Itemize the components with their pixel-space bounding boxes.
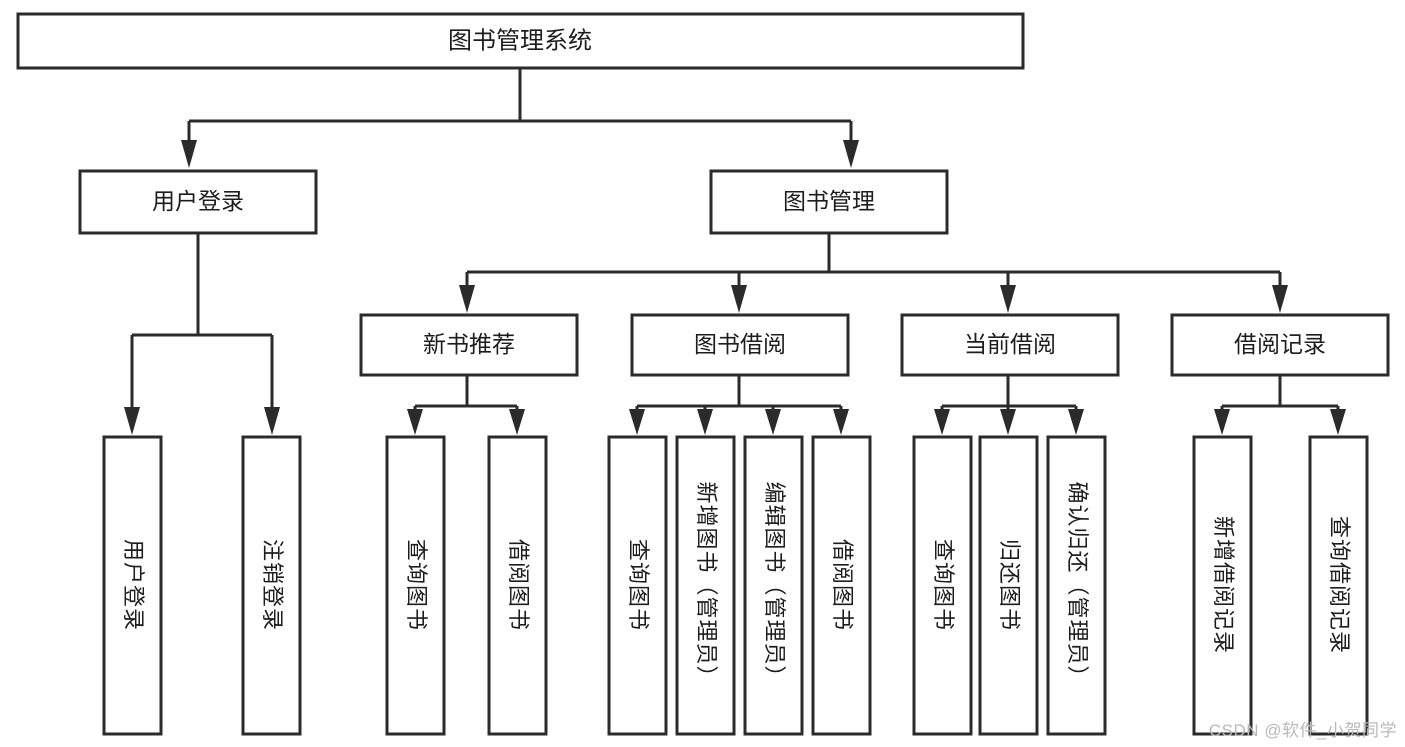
node-borrow-record-label: 借阅记录 [1234, 331, 1326, 357]
connector-userlogin-to-leaves [124, 233, 280, 435]
leaf-newbook-borrow[interactable]: 借阅图书 [487, 435, 548, 736]
node-current-borrow-label: 当前借阅 [964, 331, 1056, 357]
leaf-newbook-borrow-label: 借阅图书 [506, 539, 531, 631]
leaf-newbook-query[interactable]: 查询图书 [385, 435, 446, 736]
node-new-book-recommend[interactable]: 新书推荐 [359, 313, 579, 377]
leaf-currentborrow-return-label: 归还图书 [997, 539, 1022, 631]
connector-bookmanage-to-level2 [459, 233, 1288, 313]
node-book-borrow[interactable]: 图书借阅 [630, 313, 850, 377]
leaf-currentborrow-return[interactable]: 归还图书 [978, 435, 1039, 736]
node-user-login[interactable]: 用户登录 [78, 169, 318, 235]
leaf-bookborrow-borrow-label: 借阅图书 [830, 539, 855, 631]
leaf-currentborrow-confirm[interactable]: 确认归还（管理员） [1046, 435, 1107, 736]
connector-borrowrecord-to-leaves [1214, 375, 1346, 435]
node-root-label: 图书管理系统 [448, 27, 592, 54]
leaf-newbook-query-label: 查询图书 [404, 539, 429, 631]
connector-root-to-level1 [181, 68, 859, 168]
leaf-user-login-signout[interactable]: 注销登录 [241, 435, 302, 736]
leaf-currentborrow-query-label: 查询图书 [931, 539, 956, 631]
leaf-bookborrow-edit[interactable]: 编辑图书（管理员） [743, 435, 804, 736]
leaf-user-login-signin[interactable]: 用户登录 [102, 435, 163, 736]
leaf-borrowrecord-add-label: 新增借阅记录 [1211, 516, 1236, 654]
leaf-bookborrow-query[interactable]: 查询图书 [607, 435, 668, 736]
node-borrow-record[interactable]: 借阅记录 [1170, 313, 1390, 377]
arrow-to-user-login [181, 140, 197, 168]
node-user-login-label: 用户登录 [152, 188, 244, 214]
node-book-management[interactable]: 图书管理 [709, 169, 949, 235]
leaf-user-login-signout-label: 注销登录 [260, 539, 285, 631]
leaf-currentborrow-confirm-label: 确认归还（管理员） [1065, 481, 1090, 688]
leaf-bookborrow-borrow[interactable]: 借阅图书 [811, 435, 872, 736]
connector-bookborrow-to-leaves [629, 375, 849, 435]
node-book-management-label: 图书管理 [783, 188, 875, 214]
csdn-watermark: CSDN @软件_小贺同学 [1208, 721, 1397, 740]
node-new-book-recommend-label: 新书推荐 [423, 331, 515, 357]
arrow-to-book-manage [843, 140, 859, 168]
leaf-borrowrecord-query-label: 查询借阅记录 [1327, 516, 1352, 654]
node-current-borrow[interactable]: 当前借阅 [900, 313, 1120, 377]
leaf-bookborrow-add[interactable]: 新增图书（管理员） [675, 435, 736, 736]
leaf-bookborrow-add-label: 新增图书（管理员） [694, 481, 719, 688]
connector-newbook-to-leaves [407, 375, 525, 435]
leaf-borrowrecord-query[interactable]: 查询借阅记录 [1308, 435, 1369, 736]
node-root-system[interactable]: 图书管理系统 [16, 12, 1025, 70]
leaf-borrowrecord-add[interactable]: 新增借阅记录 [1192, 435, 1253, 736]
leaf-bookborrow-edit-label: 编辑图书（管理员） [762, 481, 787, 688]
node-book-borrow-label: 图书借阅 [694, 331, 786, 357]
leaf-currentborrow-query[interactable]: 查询图书 [912, 435, 973, 736]
leaf-user-login-signin-label: 用户登录 [121, 539, 146, 631]
connector-currentborrow-to-leaves [934, 375, 1084, 435]
leaf-bookborrow-query-label: 查询图书 [626, 539, 651, 631]
